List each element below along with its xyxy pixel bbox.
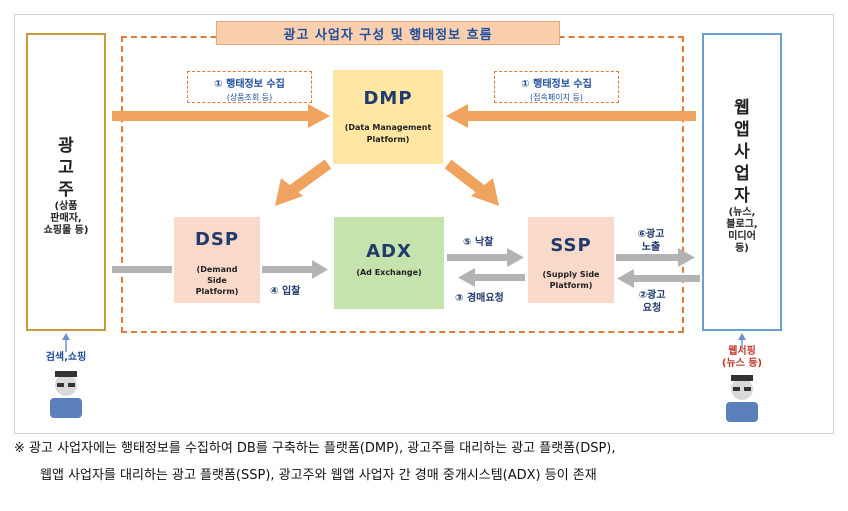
arrow-dmp-to-ssp	[444, 159, 499, 206]
advertiser-sub-1: (상품	[54, 201, 78, 212]
diagram-title: 광고 사업자 구성 및 행태정보 흐름	[216, 21, 560, 45]
label-ad-request: ②광고 요청	[630, 289, 674, 315]
web-app-name-4: 업	[734, 164, 750, 184]
advertiser-name-2: 고	[58, 158, 74, 178]
advertiser-box: 광 고 주 (상품 판매자, 쇼핑몰 등)	[26, 33, 106, 331]
adx-title: ADX	[366, 241, 412, 262]
collect-left-line2: (상품조회 등)	[226, 93, 273, 102]
dsp-title: DSP	[194, 229, 240, 250]
dmp-sub-2: Platform)	[366, 135, 410, 144]
arrow-dmp-to-dsp	[275, 159, 332, 206]
advertiser-sub-2: 판매자,	[50, 213, 82, 224]
collect-right-line1: ① 행태정보 수집	[521, 79, 592, 90]
person-right-label: 웹서핑 (뉴스 등)	[712, 346, 772, 370]
arrow-dsp-to-adx	[262, 260, 328, 279]
ssp-sub-2: Platform)	[549, 281, 593, 290]
arrow-web-to-ssp	[617, 269, 700, 288]
line-advertiser-to-dsp	[112, 266, 172, 273]
label-ad-request-1: ②광고	[638, 290, 666, 301]
collect-left-line1: ① 행태정보 수집	[214, 79, 285, 90]
web-app-name-2: 앱	[734, 120, 750, 140]
arrow-ssp-to-web	[616, 248, 695, 267]
web-app-sub-2: 블로그,	[726, 219, 758, 230]
web-app-name-3: 사	[734, 142, 750, 162]
label-ad-exposure-2: 노출	[641, 242, 661, 253]
arrow-web-to-dmp	[446, 104, 696, 128]
footnote-line-1: ※ 광고 사업자에는 행태정보를 수집하여 DB를 구축하는 플랫폼(DMP),…	[14, 441, 616, 456]
dmp-title: DMP	[363, 88, 413, 109]
arrow-left-person-up	[62, 333, 70, 352]
person-left-icon	[50, 371, 82, 418]
web-app-sub-4: 등)	[735, 243, 749, 254]
label-bid: ④ 입찰	[270, 286, 301, 297]
label-win: ⑤ 낙찰	[463, 237, 494, 248]
dmp-sub-1: (Data Management	[344, 123, 432, 132]
arrow-adx-to-ssp	[447, 248, 524, 267]
dsp-sub-1: (Demand	[196, 265, 238, 274]
ssp-title: SSP	[550, 235, 592, 256]
person-right-label-1: 웹서핑	[728, 346, 756, 357]
person-right-icon	[726, 375, 758, 422]
collect-label-left: ① 행태정보 수집 (상품조회 등)	[187, 71, 312, 103]
arrow-ssp-to-adx	[458, 268, 525, 287]
web-app-sub-1: (뉴스,	[728, 207, 756, 218]
collect-label-right: ① 행태정보 수집 (접속페이지 등)	[494, 71, 619, 103]
ssp-sub-1: (Supply Side	[542, 270, 600, 279]
label-ad-exposure-1: ⑥광고	[637, 229, 665, 240]
dsp-sub-3: Platform)	[195, 287, 239, 296]
advertiser-sub-3: 쇼핑몰 등)	[43, 225, 89, 236]
collect-right-line2: (접속페이지 등)	[530, 93, 583, 102]
web-app-name-5: 자	[734, 186, 750, 206]
diagram-frame	[14, 14, 834, 434]
adx-sub-1: (Ad Exchange)	[356, 268, 422, 277]
footnote-line-2: 웹앱 사업자를 대리하는 광고 플랫폼(SSP), 광고주와 웹앱 사업자 간 …	[40, 468, 597, 483]
web-app-name-1: 웹	[734, 98, 750, 118]
arrow-right-person-up	[738, 333, 746, 348]
label-ad-exposure: ⑥광고 노출	[629, 228, 673, 254]
person-left-label: 검색,쇼핑	[45, 352, 87, 363]
web-app-sub-3: 미디어	[728, 231, 756, 242]
dmp-node: DMP (Data Management Platform)	[333, 70, 443, 164]
advertiser-name-1: 광	[58, 136, 74, 156]
dsp-sub-2: Side	[207, 276, 227, 285]
advertiser-name-3: 주	[58, 180, 74, 200]
dsp-node: DSP (Demand Side Platform)	[174, 217, 260, 303]
adx-node: ADX (Ad Exchange)	[334, 217, 444, 309]
web-app-box: 웹 앱 사 업 자 (뉴스, 블로그, 미디어 등)	[702, 33, 782, 331]
label-auction-request: ③ 경매요청	[455, 293, 504, 304]
label-ad-request-2: 요청	[642, 303, 662, 314]
ssp-node: SSP (Supply Side Platform)	[528, 217, 614, 303]
person-right-label-2: (뉴스 등)	[721, 358, 763, 369]
arrow-advertiser-to-dmp	[112, 104, 330, 128]
